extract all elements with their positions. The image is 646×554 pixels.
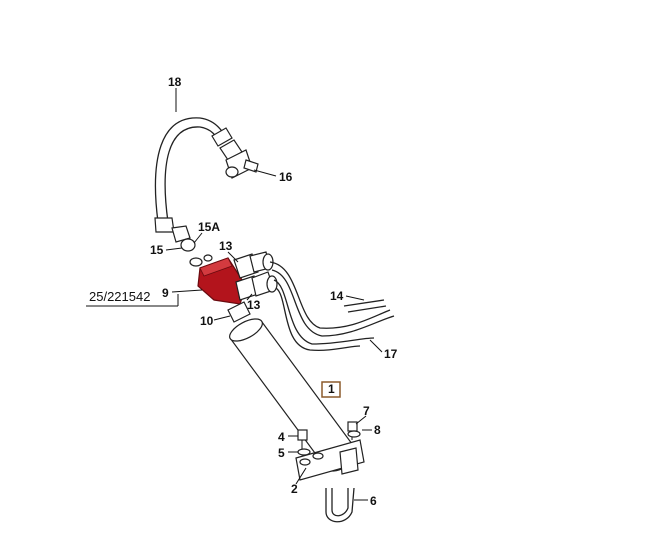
u-bolt-6 (325, 487, 355, 523)
fittings-13 (233, 251, 278, 301)
callout-13-upper: 13 (219, 239, 233, 253)
callout-4: 4 (278, 430, 285, 444)
callout-16: 16 (279, 170, 293, 184)
callout-18: 18 (168, 75, 182, 89)
callout-15a: 15A (198, 220, 220, 234)
washer-5 (297, 448, 311, 456)
callout-6: 6 (370, 494, 377, 508)
hoses-14-17 (269, 261, 395, 352)
callout-9: 9 (162, 286, 169, 300)
callout-13-lower: 13 (247, 298, 261, 312)
leader-lines (86, 88, 383, 501)
part-number-label: 25/221542 (89, 289, 150, 304)
callout-8: 8 (374, 423, 381, 437)
callout-1: 1 (328, 382, 335, 396)
callout-17: 17 (384, 347, 398, 361)
washer-8 (347, 430, 361, 438)
callout-2: 2 (291, 482, 298, 496)
mounting-bracket-2 (295, 439, 365, 481)
callout-7: 7 (363, 404, 370, 418)
hose-18 (154, 117, 259, 252)
valve-block-9 (189, 254, 247, 305)
callout-15: 15 (150, 243, 164, 257)
callout-10: 10 (200, 314, 214, 328)
callout-5: 5 (278, 446, 285, 460)
callout-14: 14 (330, 289, 344, 303)
